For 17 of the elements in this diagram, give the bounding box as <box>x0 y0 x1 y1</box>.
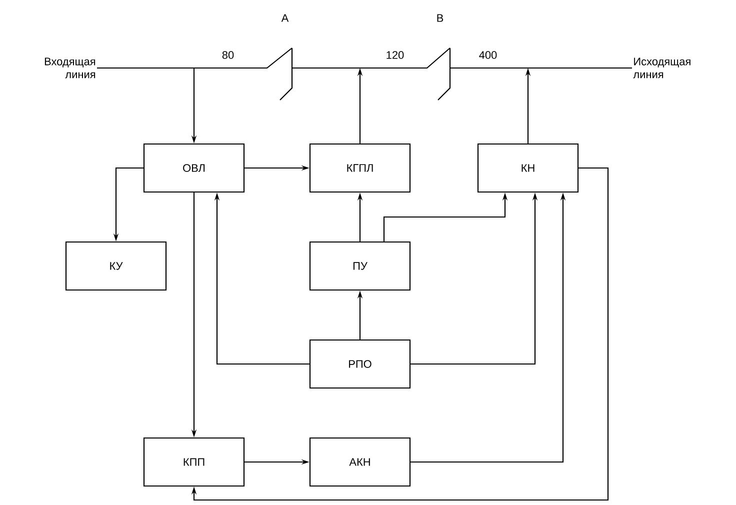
switch-label: A <box>281 14 289 22</box>
number-label: 120 <box>386 51 404 59</box>
number-label: 80 <box>222 51 234 59</box>
block-box: АКН <box>309 437 411 487</box>
block-box: КН <box>477 143 579 193</box>
block-box: КГПЛ <box>309 143 411 193</box>
line-drawing <box>96 47 633 101</box>
switch-label: B <box>437 14 444 22</box>
block-box: КУ <box>65 241 167 291</box>
number-label: 400 <box>479 51 497 59</box>
block-box: КПП <box>143 437 245 487</box>
block-box: ПУ <box>309 241 411 291</box>
block-box: РПО <box>309 339 411 389</box>
line-label: Исходящая линия <box>633 58 690 78</box>
arrow <box>191 167 609 501</box>
line-label: Входящая линия <box>44 58 96 78</box>
block-box: ОВЛ <box>143 143 245 193</box>
